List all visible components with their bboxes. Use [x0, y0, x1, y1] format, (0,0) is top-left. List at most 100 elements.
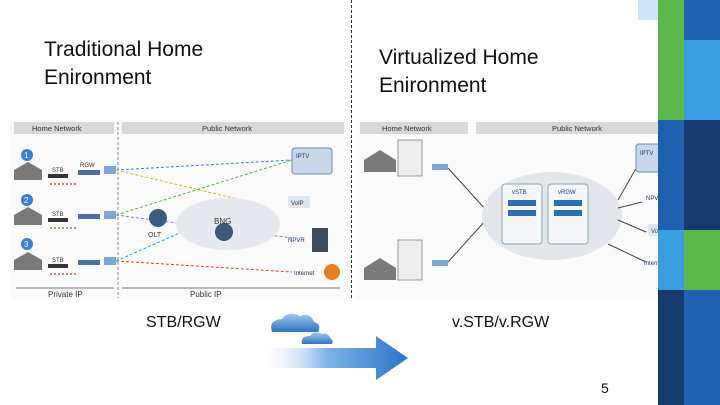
onu-device: [104, 211, 116, 219]
stb-rgw-row-2: STB: [48, 211, 116, 229]
public-network-header: [476, 122, 684, 134]
public-network-header: [122, 122, 344, 134]
service-link: [617, 201, 643, 209]
traditional-network-diagram: Home Network Public Network 1 2 3: [10, 120, 348, 300]
home-3: 3: [14, 238, 42, 270]
vstb-label: vSTB: [512, 190, 527, 196]
service-npvr: NPVR: [288, 228, 328, 252]
iptv-flow: [115, 159, 293, 216]
deco-block: [658, 120, 684, 230]
stb-device: [48, 264, 68, 268]
deco-block: [658, 230, 684, 290]
internet-flow: [115, 260, 293, 273]
olt-node: [149, 209, 167, 227]
onu-device: [432, 164, 448, 170]
transition-graphic: [260, 313, 408, 380]
home-1: 1: [14, 149, 42, 180]
stb-device: [48, 218, 68, 222]
service-internet: Internet: [294, 264, 340, 280]
cloud-icon: [271, 313, 320, 332]
deco-block: [638, 0, 658, 20]
home-network-label: Home Network: [382, 124, 432, 133]
voip-server: [288, 196, 310, 208]
home-number-badge: [21, 194, 33, 206]
cloud-icon: [301, 332, 333, 344]
iptv-flow: [115, 159, 293, 171]
house-icon: [364, 150, 396, 172]
service-link: [607, 243, 647, 263]
bng-node: [215, 223, 233, 241]
rgw-device: [78, 214, 100, 219]
home-network-header: [360, 122, 468, 134]
onu-device: [104, 166, 116, 174]
rgw-device: [78, 170, 100, 175]
deco-block: [658, 290, 684, 405]
divider-dashed: [351, 0, 352, 298]
vrgw-label: vRGW: [558, 190, 576, 196]
bng-label: BNG: [214, 217, 231, 226]
access-link: [447, 167, 487, 211]
vm-slot: [554, 200, 582, 206]
caption-traditional: STB/RGW: [146, 314, 221, 331]
public-ip-label: Public IP: [190, 290, 222, 299]
virtualized-network-diagram: Home Network Public Network vSTB vRGW: [356, 120, 690, 300]
stb-label: STB: [52, 168, 64, 174]
stb-rgw-row-3: STB: [48, 257, 116, 275]
service-voip: VoIP: [288, 196, 310, 208]
stb-label: STB: [52, 212, 64, 218]
internet-globe-icon: [324, 264, 340, 280]
service-link: [617, 219, 647, 233]
service-label: IPTV: [296, 154, 309, 160]
service-iptv: IPTV: [291, 147, 333, 175]
voip-flow: [115, 169, 251, 203]
service-label: VoIP: [651, 229, 664, 235]
home-network-header: [14, 122, 114, 134]
page-number: 5: [601, 380, 609, 396]
home-network-label: Home Network: [32, 124, 82, 133]
service-label: IPTV: [640, 151, 653, 157]
house-icon: [364, 258, 396, 280]
service-label: NPVR: [288, 238, 305, 244]
house-icon: [14, 252, 42, 270]
public-network-label: Public Network: [552, 124, 602, 133]
stb-rgw-row-1: STB RGW: [48, 163, 116, 185]
onu-device: [104, 257, 116, 265]
vm-slot: [554, 210, 582, 216]
deco-block: [684, 230, 720, 290]
npvr-server: [312, 228, 328, 252]
home-2: 2: [14, 194, 42, 225]
home-number-badge: [21, 149, 33, 161]
house-icon: [14, 207, 42, 225]
rgw-device: [78, 260, 100, 265]
vm-slot: [508, 210, 536, 216]
home-devices-box: [397, 139, 423, 177]
decorative-edge-pattern: [638, 0, 720, 405]
right-arrow-icon: [260, 336, 408, 380]
service-label: NPVR: [646, 196, 663, 202]
title-virtualized: Virtualized Home Enironment: [379, 46, 539, 97]
home-number: 1: [24, 151, 29, 160]
deco-block: [684, 40, 720, 120]
access-link: [447, 219, 487, 263]
onu-device: [432, 260, 448, 266]
service-label: Internet: [294, 271, 315, 277]
home-number-badge: [21, 238, 33, 250]
caption-virtualized: v.STB/v.RGW: [452, 314, 550, 331]
deco-block: [684, 290, 720, 405]
private-ip-label: Private IP: [48, 290, 83, 299]
home-devices-box: [397, 239, 423, 281]
service-label: Internet: [644, 261, 665, 267]
home-number: 2: [24, 196, 29, 205]
home-number: 3: [24, 240, 29, 249]
deco-block: [684, 0, 720, 40]
title-traditional: Traditional Home Enironment: [44, 38, 204, 89]
house-icon: [14, 162, 42, 180]
stb-device: [48, 174, 68, 178]
vm-slot: [508, 200, 536, 206]
deco-block: [658, 0, 684, 120]
public-network-label: Public Network: [202, 124, 252, 133]
olt-label: OLT: [148, 232, 162, 239]
stb-label: STB: [52, 258, 64, 264]
rgw-label: RGW: [80, 163, 95, 169]
